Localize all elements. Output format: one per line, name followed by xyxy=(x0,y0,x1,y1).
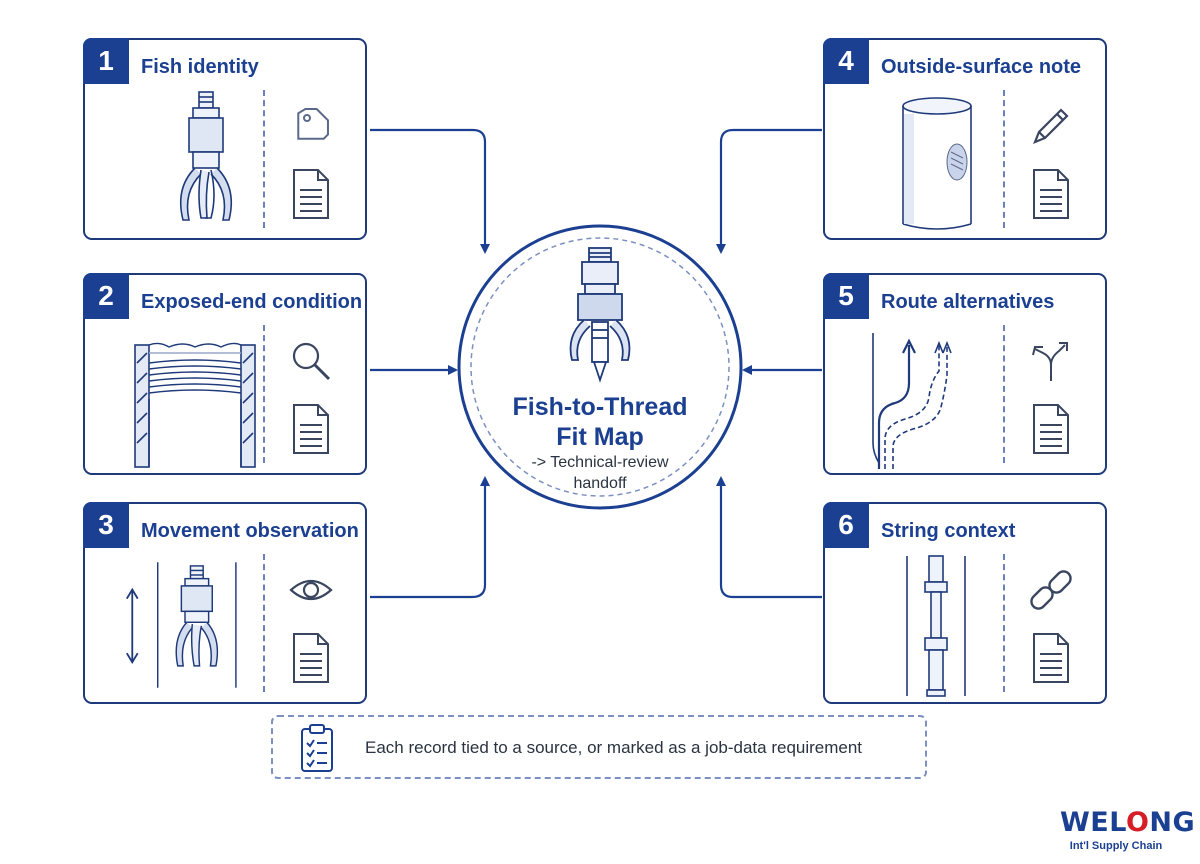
panel-title: Fish identity xyxy=(141,56,259,78)
logo-tagline: Int'l Supply Chain xyxy=(1069,840,1163,852)
center-subtitle: -> Technical-review handoff xyxy=(470,452,730,494)
connector-6 xyxy=(716,476,822,599)
center-subtitle-line2: handoff xyxy=(573,475,627,492)
clipboard-checklist-icon xyxy=(299,723,335,773)
document-icon xyxy=(291,632,331,684)
document-icon xyxy=(1031,403,1071,455)
document-icon xyxy=(291,403,331,455)
drill-string-illustration xyxy=(865,552,1005,698)
tool-movement-illustration xyxy=(125,552,265,698)
document-icon xyxy=(1031,632,1071,684)
center-subtitle-line1: -> Technical-review xyxy=(531,454,669,471)
panel-number: 3 xyxy=(83,502,129,548)
panel-number: 2 xyxy=(83,273,129,319)
welong-logo: WELONG Int'l Supply Chain xyxy=(1060,807,1196,853)
panel-number: 1 xyxy=(83,38,129,84)
panel-divider xyxy=(1003,325,1005,463)
eye-icon xyxy=(289,568,333,612)
connector-3 xyxy=(370,476,490,599)
magnifier-icon xyxy=(289,339,333,383)
connector-4 xyxy=(716,128,822,254)
document-icon xyxy=(1031,168,1071,220)
panel-movement-observation[interactable]: 3 Movement observation xyxy=(83,502,367,704)
grapple-tool-illustration xyxy=(125,88,265,234)
connector-1 xyxy=(370,128,490,254)
panel-title: Exposed-end condition xyxy=(141,291,363,313)
panel-divider xyxy=(263,325,265,463)
footer-text: Each record tied to a source, or marked … xyxy=(365,738,863,757)
panel-route-alternatives[interactable]: 5 Route alternatives xyxy=(823,273,1107,475)
panel-divider xyxy=(263,554,265,692)
center-title-line2: Fit Map xyxy=(556,423,644,451)
pipe-surface-illustration xyxy=(865,88,1005,234)
center-title-line1: Fish-to-Thread xyxy=(512,393,688,421)
logo-wordmark: WELONG xyxy=(1060,807,1196,838)
panel-number: 5 xyxy=(823,273,869,319)
panel-string-context[interactable]: 6 String context xyxy=(823,502,1107,704)
fork-arrows-icon xyxy=(1029,339,1073,383)
panel-title: Outside-surface note xyxy=(881,56,1082,78)
threaded-bore-illustration xyxy=(125,323,265,469)
chain-link-icon xyxy=(1029,568,1073,612)
panel-divider xyxy=(1003,554,1005,692)
panel-outside-surface-note[interactable]: 4 Outside-surface note xyxy=(823,38,1107,240)
panel-exposed-end-condition[interactable]: 2 Exposed-end condition xyxy=(83,273,367,475)
panel-number: 4 xyxy=(823,38,869,84)
panel-title: Route alternatives xyxy=(881,291,1055,313)
panel-divider xyxy=(263,90,265,228)
panel-title: Movement observation xyxy=(141,520,359,542)
center-title: Fish-to-Thread Fit Map xyxy=(470,392,730,452)
panel-fish-identity[interactable]: 1 Fish identity xyxy=(83,38,367,240)
panel-number: 6 xyxy=(823,502,869,548)
panel-divider xyxy=(1003,90,1005,228)
panel-title: String context xyxy=(881,520,1016,542)
document-icon xyxy=(291,168,331,220)
route-paths-illustration xyxy=(865,323,1005,469)
tag-icon xyxy=(289,104,333,148)
center-tool-illustration xyxy=(569,247,631,383)
pencil-icon xyxy=(1029,104,1073,148)
footer-note: Each record tied to a source, or marked … xyxy=(271,715,927,779)
